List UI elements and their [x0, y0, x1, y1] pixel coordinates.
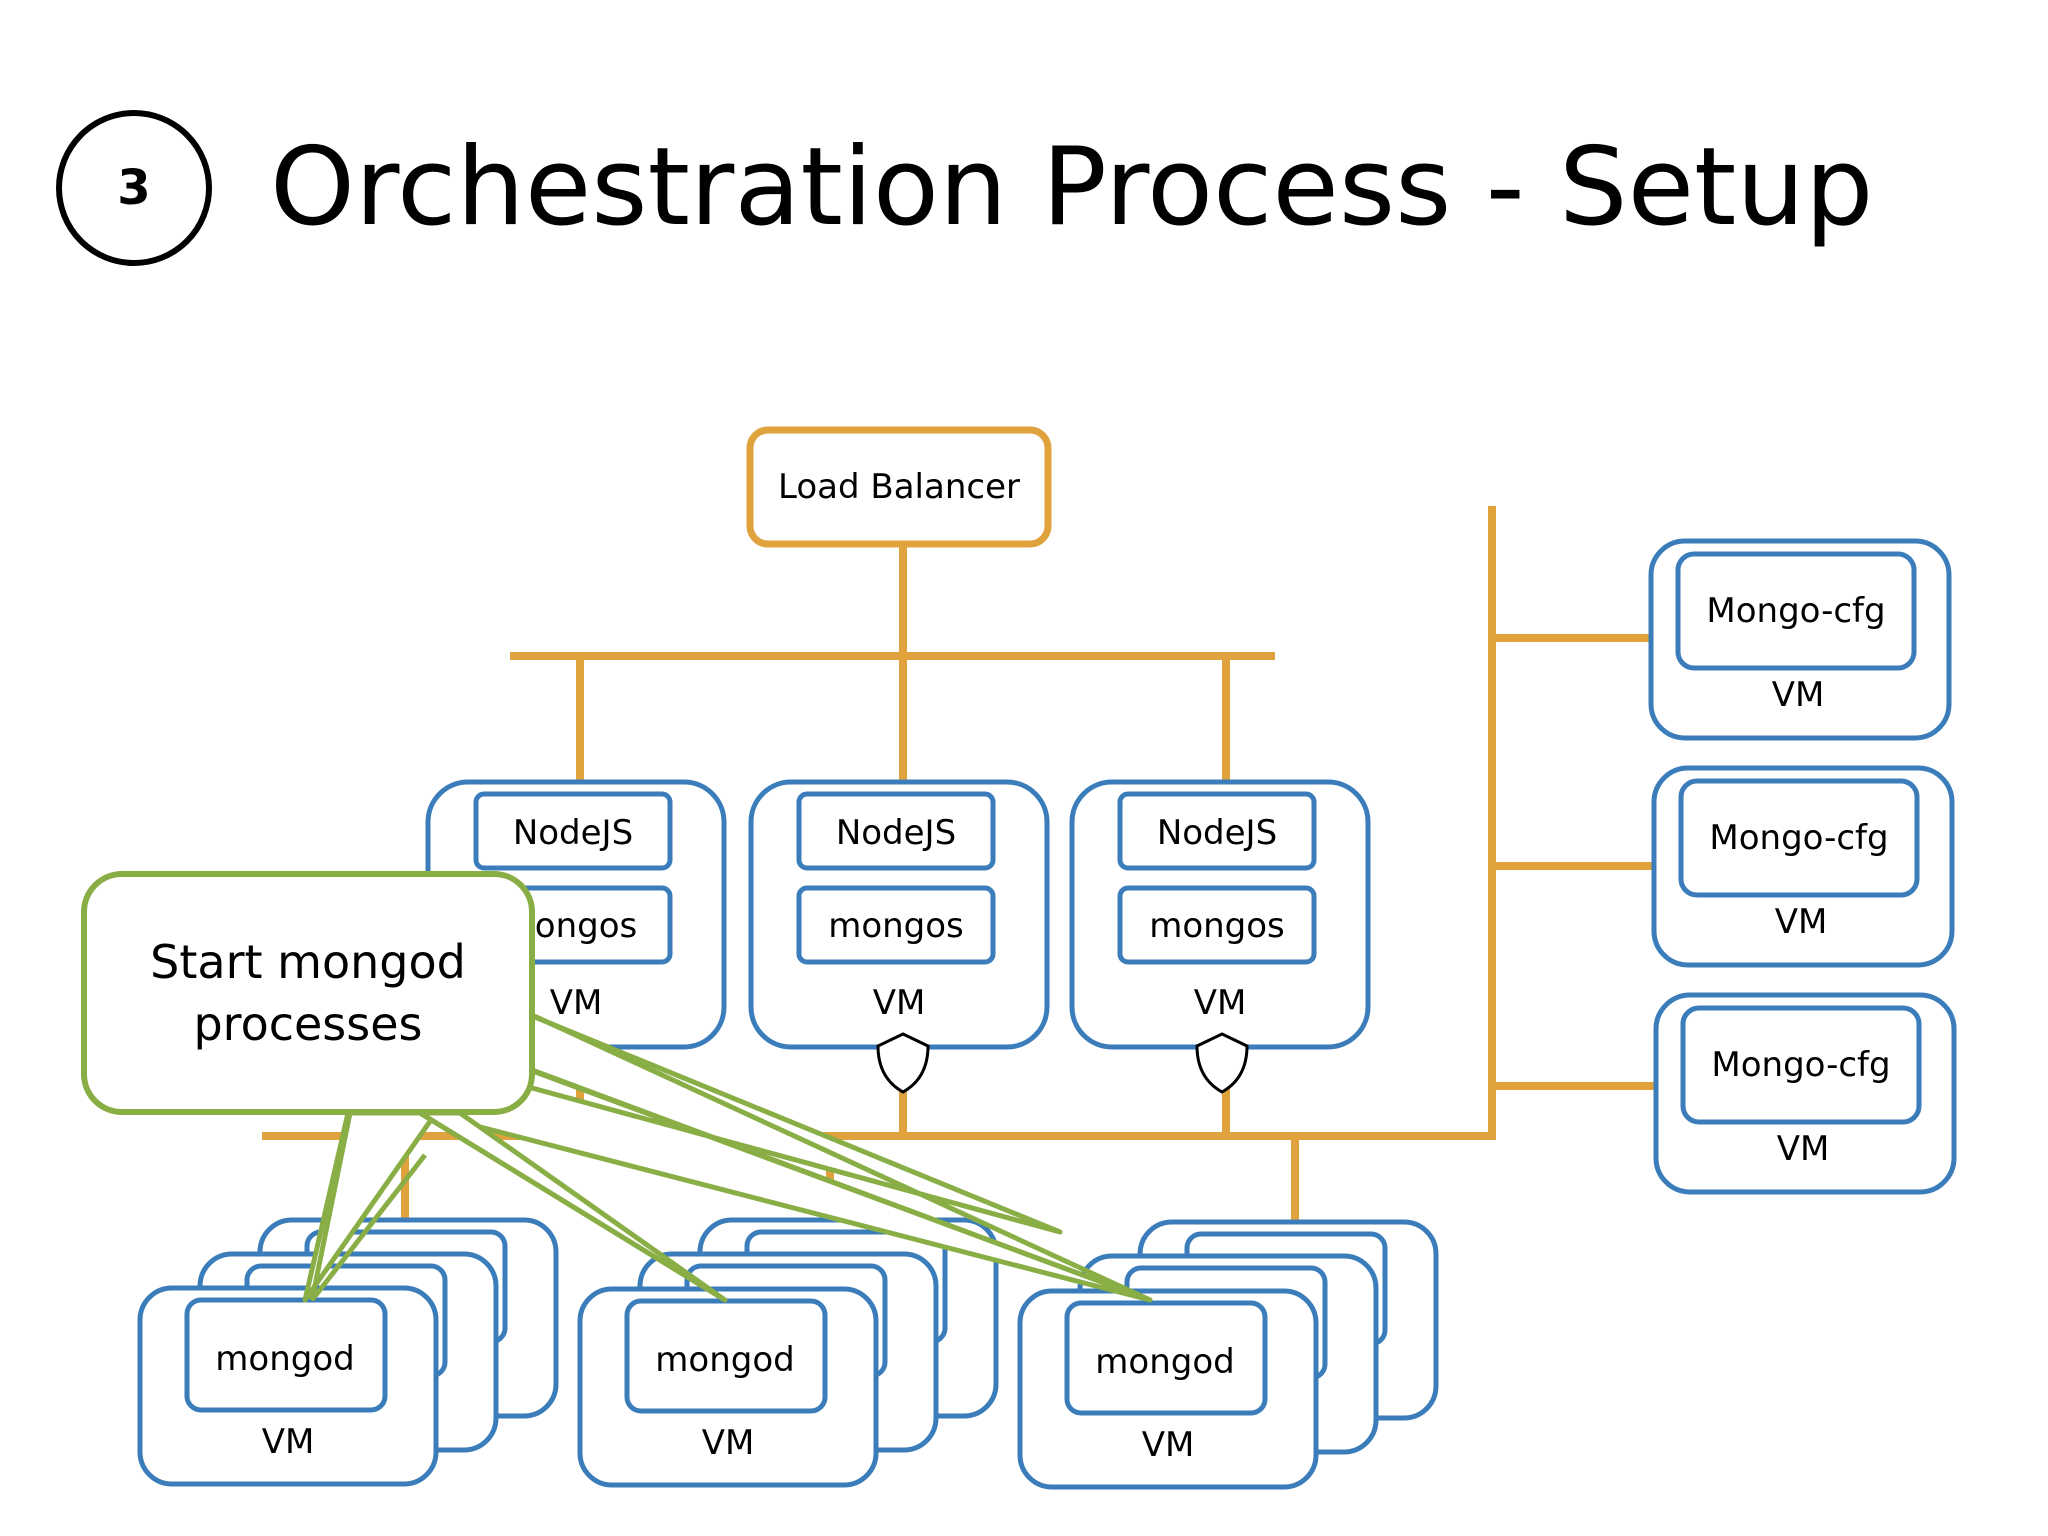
mongod-label: mongod — [655, 1340, 794, 1380]
vm-label: VM — [1775, 902, 1828, 942]
app-vm-2: NodeJS mongos VM — [748, 779, 1050, 1094]
vm-label: VM — [262, 1422, 315, 1462]
vm-label: VM — [1772, 675, 1825, 715]
slide-title: Orchestration Process - Setup — [270, 125, 1874, 250]
nodejs-label: NodeJS — [1157, 813, 1277, 853]
load-balancer-label: Load Balancer — [778, 467, 1020, 507]
shield-icon — [1195, 1032, 1249, 1094]
shard-stack-3: mongod VM — [1017, 1219, 1439, 1490]
mongod-label: mongod — [1095, 1342, 1234, 1382]
app-vm-3: NodeJS mongos VM — [1069, 779, 1371, 1094]
mongo-cfg-label: Mongo-cfg — [1706, 591, 1885, 631]
mongos-label: ongos — [535, 906, 637, 946]
shard-stack-2: mongod VM — [577, 1217, 999, 1488]
step-number: 3 — [117, 160, 151, 216]
mongos-label: mongos — [828, 906, 964, 946]
callout-box — [81, 871, 535, 1115]
vm-label: VM — [873, 983, 926, 1023]
mongo-cfg-label: Mongo-cfg — [1709, 818, 1888, 858]
mongos-label: mongos — [1149, 906, 1285, 946]
load-balancer: Load Balancer — [746, 426, 1052, 548]
nodejs-label: NodeJS — [513, 813, 633, 853]
callout-line-1: Start mongod — [150, 935, 466, 989]
nodejs-label: NodeJS — [836, 813, 956, 853]
vm-label: VM — [702, 1423, 755, 1463]
step-number-badge: 3 — [56, 110, 212, 266]
config-vm-3: Mongo-cfg VM — [1653, 992, 1957, 1195]
config-vm-2: Mongo-cfg VM — [1651, 765, 1955, 968]
vm-label: VM — [1777, 1129, 1830, 1169]
vm-label: VM — [550, 983, 603, 1023]
shield-icon — [876, 1032, 930, 1094]
mongo-cfg-label: Mongo-cfg — [1711, 1045, 1890, 1085]
mongod-label: mongod — [215, 1339, 354, 1379]
callout-line-2: processes — [193, 997, 422, 1051]
callout: Start mongod processes — [81, 871, 1153, 1303]
vm-label: VM — [1194, 983, 1247, 1023]
vm-label: VM — [1142, 1425, 1195, 1465]
shard-stack-1: mongod VM — [137, 1217, 559, 1487]
config-vm-1: Mongo-cfg VM — [1648, 538, 1952, 741]
